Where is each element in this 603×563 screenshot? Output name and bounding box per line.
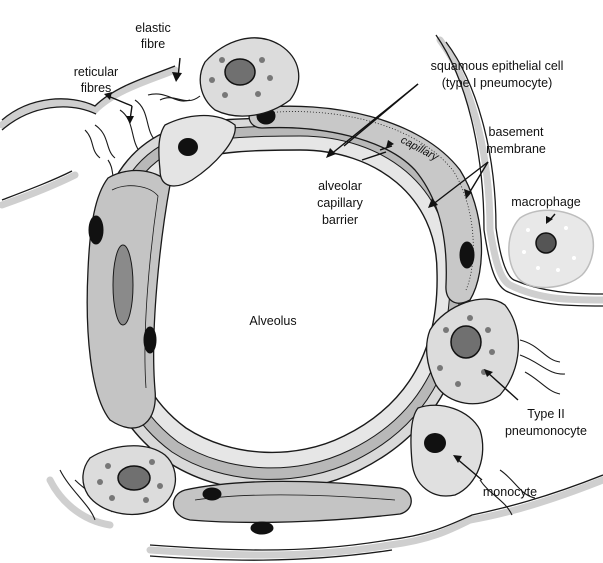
capillary-bottom: [174, 482, 412, 523]
endothelial-nucleus-left: [113, 245, 133, 325]
macrophage-cell: [509, 210, 594, 287]
type-ii-cell-top: [200, 38, 298, 116]
nucleus-type-ii-top: [225, 59, 255, 85]
nucleus-type-ii-bottom: [118, 466, 150, 490]
type-ii-cell-bottom-left: [83, 446, 176, 515]
label-reticular-line2: fibres: [81, 81, 112, 95]
label-squamous-line1: squamous epithelial cell: [431, 59, 564, 73]
nucleus-bottom-left: [203, 488, 221, 500]
nucleus-type-ii-right: [451, 326, 481, 358]
label-basement-line2: membrane: [486, 142, 546, 156]
nucleus-capillary-left: [89, 216, 103, 244]
nucleus-bottom-mid: [251, 522, 273, 534]
label-alveolus: Alveolus: [249, 314, 296, 328]
label-type-ii-line1: Type II: [527, 407, 565, 421]
label-basement-line1: basement: [489, 125, 544, 139]
label-squamous-line2: (type I pneumocyte): [442, 76, 552, 90]
label-reticular-line1: reticular: [74, 65, 118, 79]
label-elastic-line2: fibre: [141, 37, 165, 51]
label-macrophage: macrophage: [511, 195, 581, 209]
monocyte-cell: [411, 405, 483, 496]
label-monocyte: monocyte: [483, 485, 537, 499]
label-barrier-line3: barrier: [322, 213, 358, 227]
label-elastic-line1: elastic: [135, 21, 170, 35]
label-barrier-line1: alveolar: [318, 179, 362, 193]
label-barrier-line2: capillary: [317, 196, 364, 210]
nucleus-left-wall: [144, 327, 156, 353]
nucleus-capillary-right: [460, 242, 474, 268]
label-type-ii-line2: pneumonocyte: [505, 424, 587, 438]
